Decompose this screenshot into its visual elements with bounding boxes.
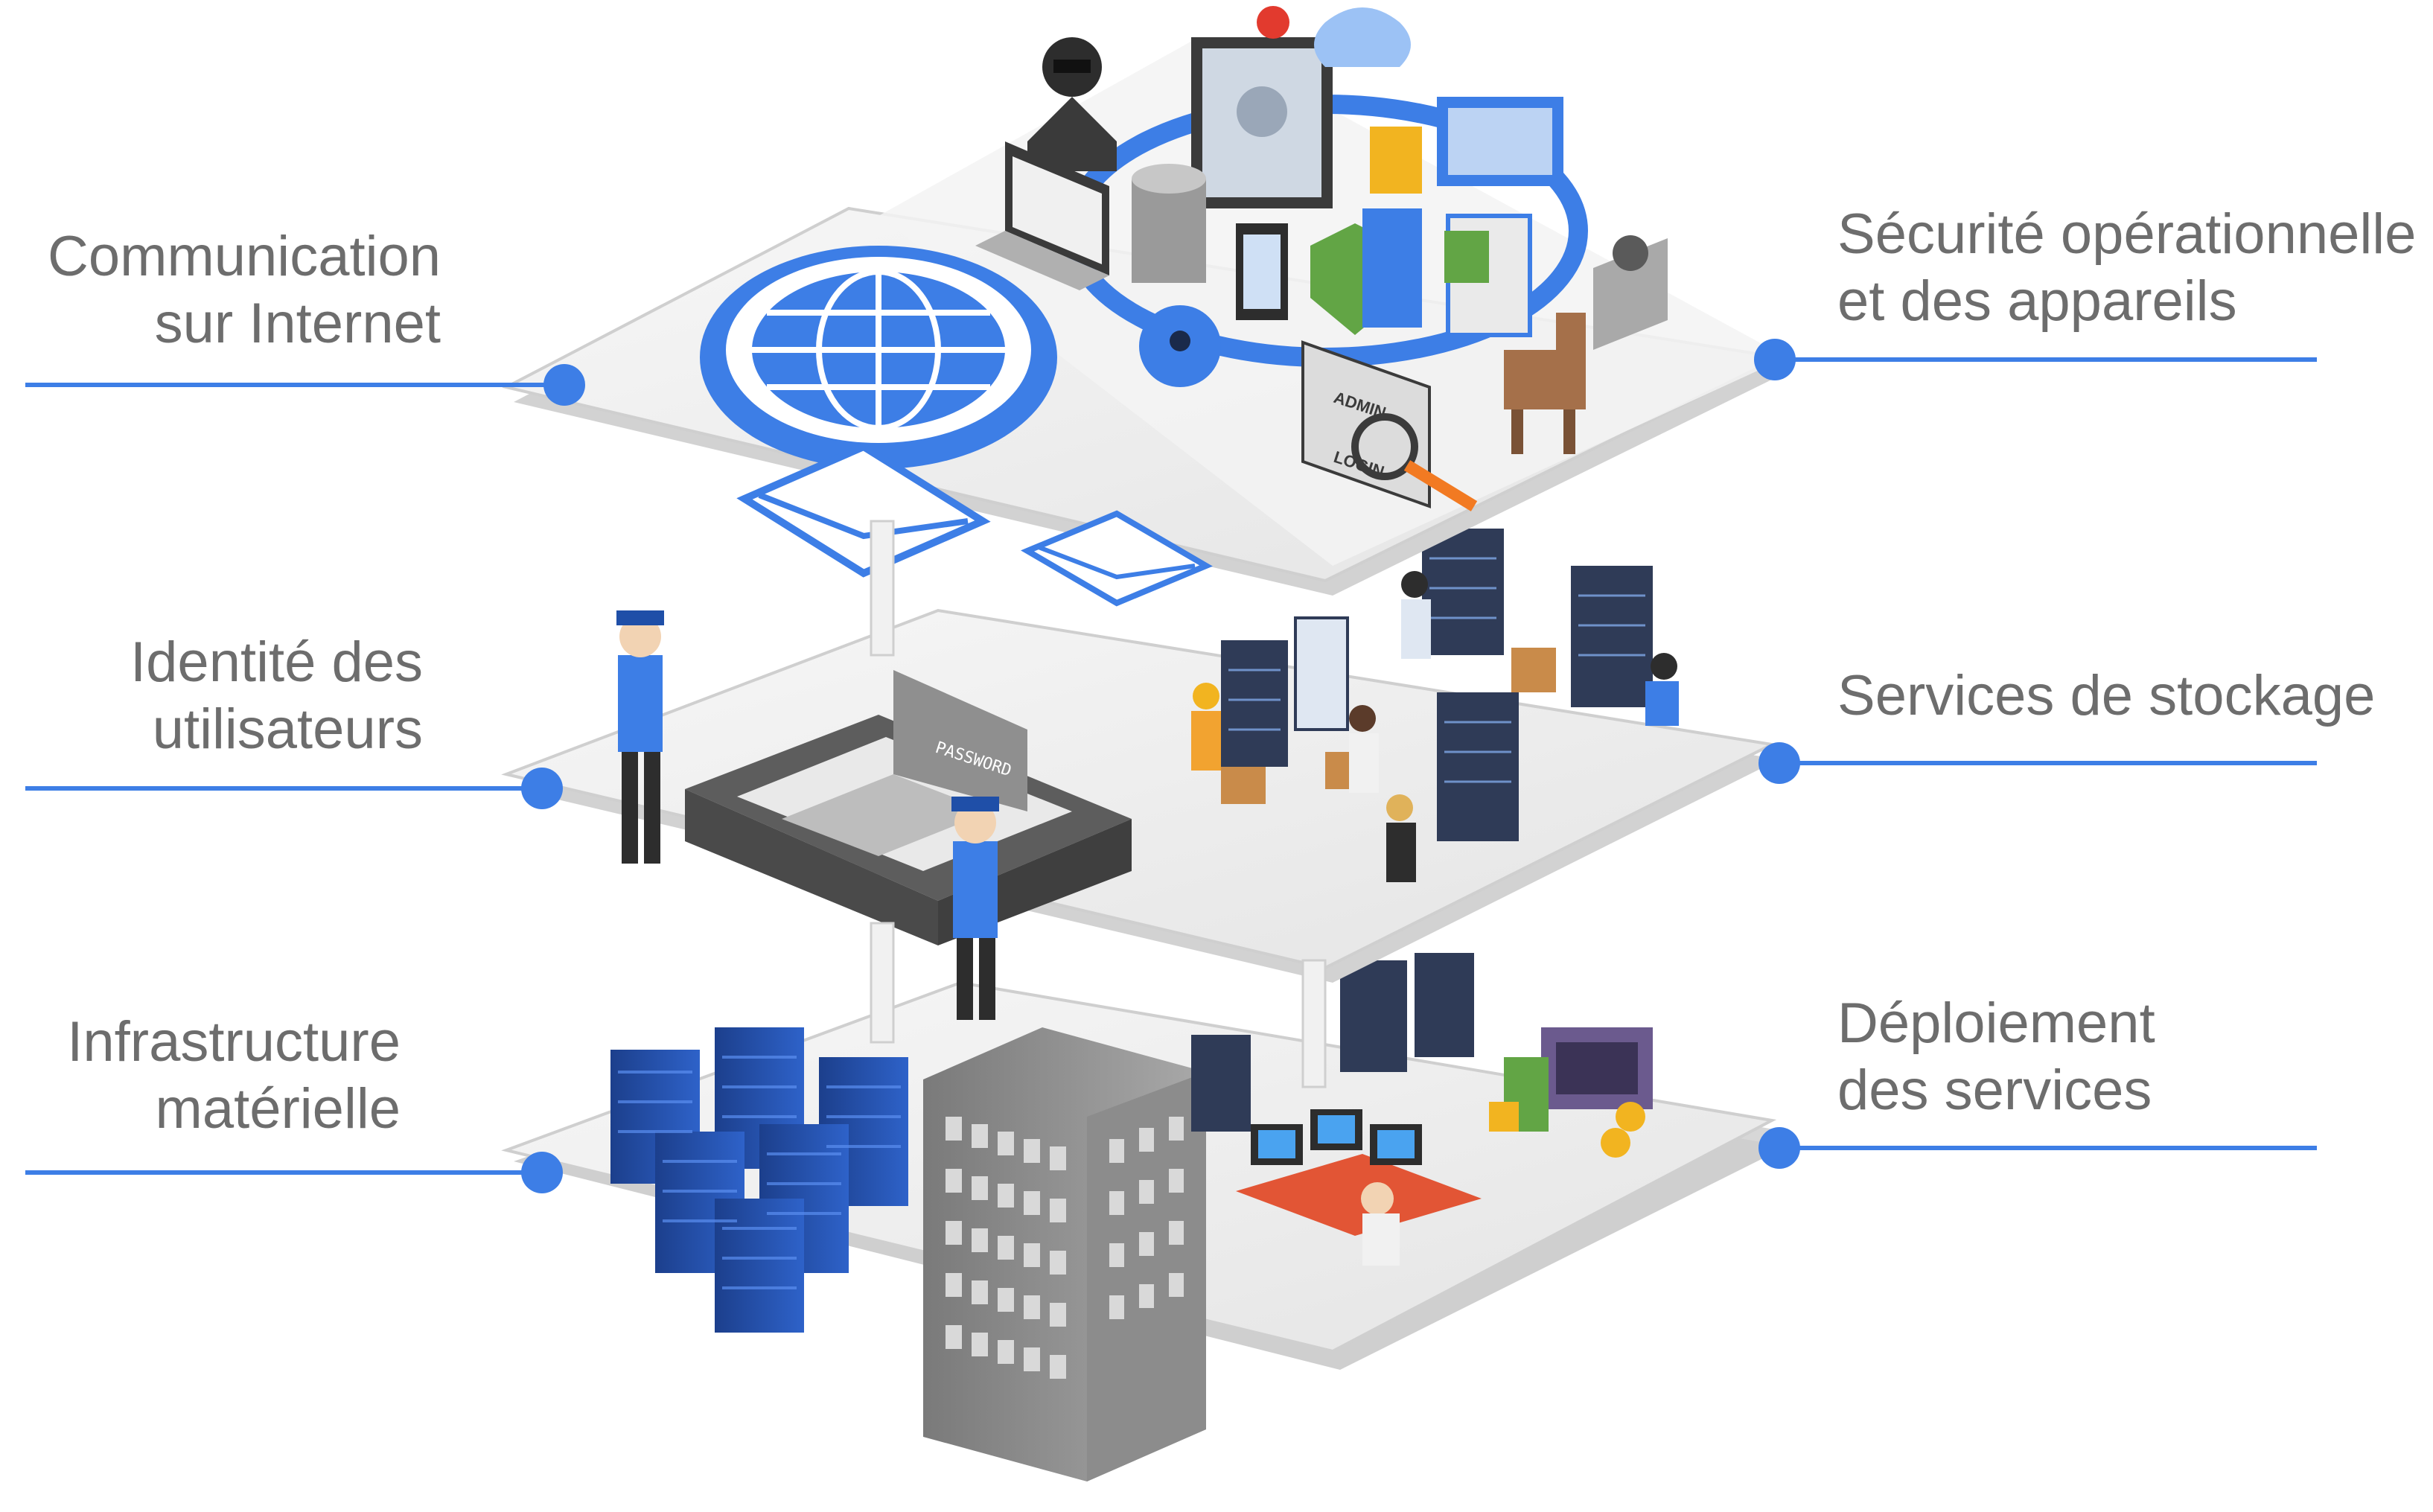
label-identity-line-1: Identité des (130, 631, 423, 694)
callout-lines (25, 357, 2317, 1175)
support-columns (870, 520, 1327, 1088)
globe-graphic (700, 246, 1057, 469)
admin-login-panel: ADMIN LOGIN (1301, 340, 1478, 511)
label-service-deployment: Déploiement des services (1837, 990, 2155, 1124)
label-security-line-2: et des appareils (1837, 269, 2237, 333)
label-operational-security: Sécurité opérationnelle et des appareils (1837, 201, 2416, 335)
rack-column (1191, 953, 1474, 1132)
label-hardware-line-1: Infrastructure (67, 1010, 401, 1074)
operator-desk (1236, 1109, 1482, 1266)
malware-envelope-icon (1593, 235, 1668, 350)
storage-racks (1191, 529, 1679, 882)
email-envelope-small (1021, 510, 1213, 607)
vault-and-coins (1489, 1027, 1653, 1158)
server-rack-cluster (610, 1027, 908, 1333)
data-center-building (923, 1027, 1206, 1481)
label-security-line-1: Sécurité opérationnelle (1837, 202, 2417, 266)
label-storage-services: Services de stockage (1837, 663, 2375, 730)
hacker-figure (1027, 37, 1117, 171)
label-deployment-line-1: Déploiement (1837, 992, 2155, 1055)
callout-dots (521, 339, 1800, 1193)
security-guard-right (951, 797, 999, 1020)
label-storage-line-1: Services de stockage (1837, 664, 2376, 727)
label-user-identity: Identité des utilisateurs (130, 629, 423, 763)
security-guard-left (616, 610, 664, 864)
label-internet-communication: Communication sur Internet (48, 223, 441, 357)
hacker-laptop (975, 141, 1109, 290)
label-hardware-infrastructure: Infrastructure matérielle (67, 1009, 401, 1143)
label-hardware-line-2: matérielle (155, 1077, 401, 1141)
label-internet-line-2: sur Internet (154, 292, 441, 355)
label-internet-line-1: Communication (48, 225, 441, 288)
label-identity-line-2: utilisateurs (152, 698, 423, 761)
email-envelope-large (736, 442, 991, 578)
label-deployment-line-2: des services (1837, 1059, 2152, 1122)
trojan-horse-icon (1504, 313, 1586, 454)
